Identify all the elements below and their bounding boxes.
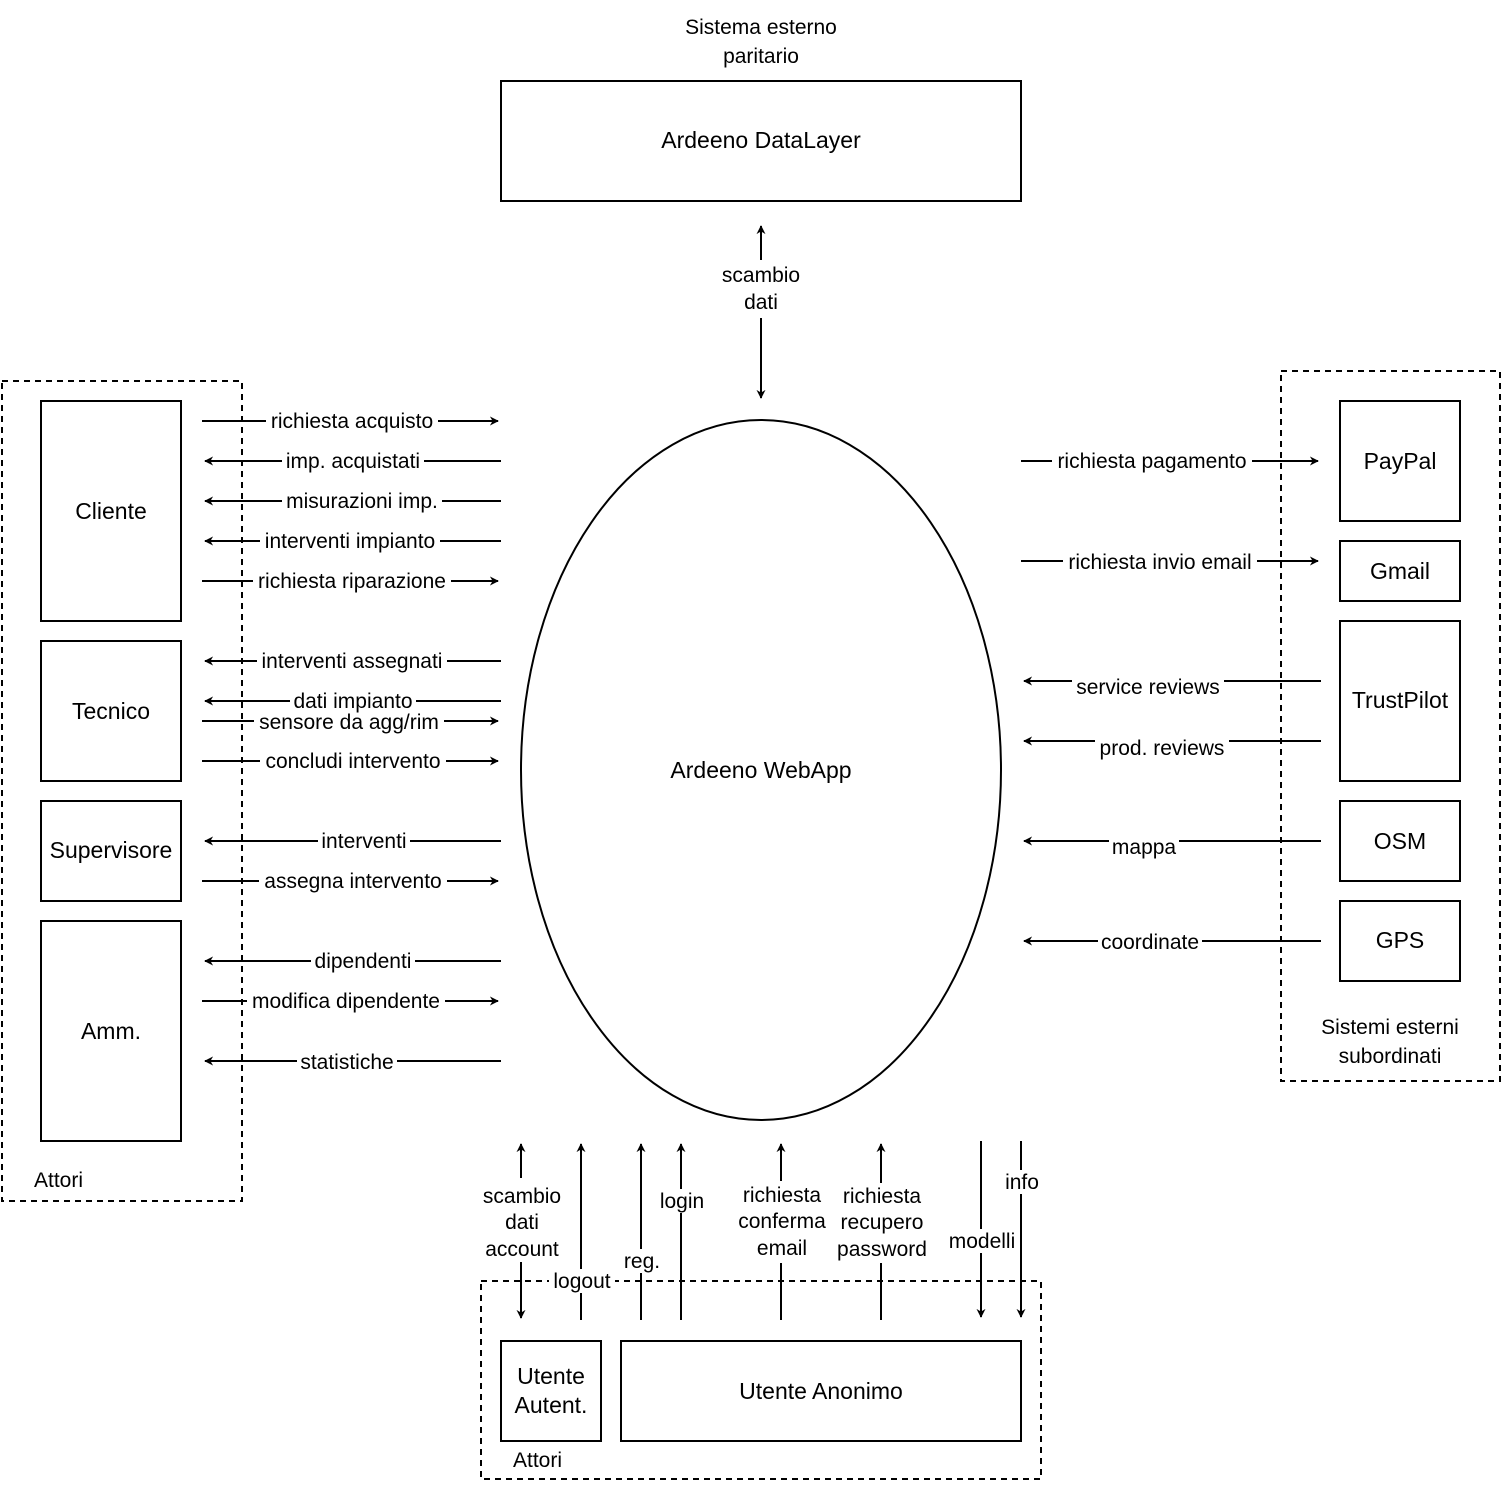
flow-info-label: info (1005, 1171, 1039, 1194)
trustpilot-box (1339, 620, 1461, 782)
flow-dipendenti-label: dipendenti (315, 950, 412, 973)
trustpilot-label: TrustPilot (1352, 687, 1449, 713)
flow-richiesta-invio-email-label: richiesta invio email (1068, 551, 1251, 574)
flow-mappa-label: mappa (1112, 836, 1177, 859)
utente-autent-line1: Utente (517, 1363, 585, 1389)
actors-bottom-caption: Attori (513, 1449, 562, 1472)
subordinates-group (1280, 370, 1501, 1082)
flow-interventi-label: interventi (321, 830, 406, 853)
flow-concludi-intervento-label: concludi intervento (265, 750, 440, 773)
tecnico-box (40, 640, 182, 782)
flow-richiesta-acquisto-label: richiesta acquisto (271, 410, 433, 433)
actors-bottom-group (480, 1280, 1042, 1480)
utente-anonimo-box (620, 1340, 1022, 1442)
flow-scambio-dati-account-line2: dati (505, 1211, 539, 1234)
flow-sensore-da-agg-label: sensore da agg/rim (259, 711, 439, 734)
flow-modifica-dipendente-label: modifica dipendente (252, 990, 440, 1013)
tecnico-label: Tecnico (72, 698, 150, 724)
paypal-box (1339, 400, 1461, 522)
flow-prod-reviews-label: prod. reviews (1100, 737, 1225, 760)
flow-logout-label: logout (553, 1270, 610, 1293)
supervisore-box (40, 800, 182, 902)
subordinates-caption-line2: subordinati (1339, 1045, 1442, 1068)
flow-richiesta-riparazione-label: richiesta riparazione (258, 570, 446, 593)
flow-misurazioni-imp-label: misurazioni imp. (286, 490, 438, 513)
flow-interventi-impianto-label: interventi impianto (265, 530, 435, 553)
gps-box (1339, 900, 1461, 982)
flow-statistiche-label: statistiche (300, 1051, 393, 1074)
flow-imp-acquistati-label: imp. acquistati (286, 450, 420, 473)
flow-login-label: login (660, 1190, 704, 1213)
flow-richiesta-conferma-email-line3: email (757, 1237, 807, 1260)
flow-scambio-dati-account-line1: scambio (483, 1185, 561, 1208)
flow-scambio-dati-peer-line2: dati (744, 291, 778, 314)
datalayer-label: Ardeeno DataLayer (661, 127, 861, 153)
flow-assegna-intervento-label: assegna intervento (264, 870, 441, 893)
amm-box (40, 920, 182, 1142)
flow-richiesta-pagamento-label: richiesta pagamento (1057, 450, 1246, 473)
cliente-label: Cliente (75, 498, 147, 524)
webapp-label: Ardeeno WebApp (670, 757, 851, 783)
flow-richiesta-recupero-password-line3: password (837, 1238, 927, 1261)
flow-modelli-label: modelli (949, 1230, 1016, 1253)
osm-label: OSM (1374, 828, 1426, 854)
flow-scambio-dati-account-line3: account (485, 1238, 559, 1261)
flow-interventi-assegnati-label: interventi assegnati (262, 650, 443, 673)
flow-richiesta-conferma-email-line2: conferma (738, 1210, 826, 1233)
gmail-label: Gmail (1370, 558, 1430, 584)
paypal-label: PayPal (1364, 448, 1437, 474)
amm-label: Amm. (81, 1018, 141, 1044)
flow-richiesta-recupero-password-line2: recupero (841, 1211, 924, 1234)
utente-anonimo-label: Utente Anonimo (739, 1378, 903, 1404)
peer-caption-line1: Sistema esterno (685, 16, 837, 39)
gmail-box (1339, 540, 1461, 602)
flow-service-reviews-label: service reviews (1076, 676, 1220, 699)
supervisore-label: Supervisore (50, 837, 173, 863)
flow-richiesta-conferma-email-line1: richiesta (743, 1184, 822, 1207)
actors-left-caption: Attori (34, 1169, 83, 1192)
flow-scambio-dati-peer-line1: scambio (722, 264, 800, 287)
flow-dati-impianto-label: dati impianto (293, 690, 412, 713)
osm-box (1339, 800, 1461, 882)
utente-autent-box (500, 1340, 602, 1442)
cliente-box (40, 400, 182, 622)
datalayer-box (500, 80, 1022, 202)
utente-autent-line2: Autent. (515, 1392, 588, 1418)
flow-coordinate-label: coordinate (1101, 931, 1199, 954)
flow-richiesta-recupero-password-line1: richiesta (843, 1185, 922, 1208)
peer-caption-line2: paritario (723, 45, 799, 68)
flow-reg-label: reg. (624, 1250, 660, 1273)
gps-label: GPS (1376, 927, 1425, 953)
actors-left-group (1, 380, 243, 1202)
webapp-ellipse (520, 419, 1002, 1121)
subordinates-caption-line1: Sistemi esterni (1321, 1016, 1459, 1039)
